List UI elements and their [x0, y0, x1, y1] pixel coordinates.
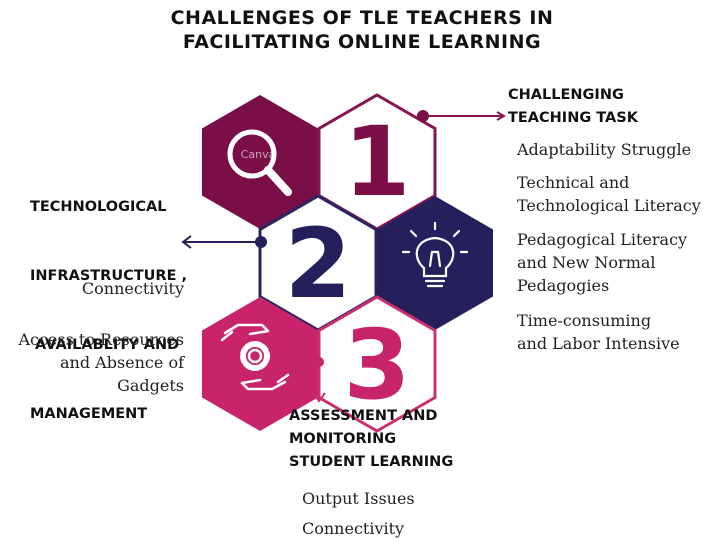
item-line: Output Issues	[302, 489, 415, 508]
category-3-item: Output Issues	[302, 487, 415, 510]
heading-line: TECHNOLOGICAL	[30, 199, 167, 215]
heading-line: MONITORING	[289, 431, 397, 447]
item-line: Pedagogies	[517, 276, 610, 295]
item-line: Pedagogical Literacy	[517, 230, 688, 249]
heading-line: CHALLENGING	[508, 87, 624, 103]
item-line: and Absence of	[59, 353, 184, 372]
heading-line: MANAGEMENT	[30, 406, 148, 422]
category-2-item: Access to Resources and Absence of Gadge…	[18, 328, 184, 397]
lightbulb-icon	[401, 221, 469, 288]
heading-line: AVAILABLITY AND	[30, 337, 180, 353]
heading-line: TEACHING TASK	[508, 110, 638, 126]
hex-3-outline	[317, 295, 437, 433]
number-2: 2	[285, 208, 352, 320]
category-2-item: Connectivity	[82, 277, 184, 300]
category-1-item: Time-consuming and Labor Intensive	[517, 309, 680, 355]
number-1: 1	[344, 106, 411, 218]
category-1-heading: CHALLENGING TEACHING TASK	[508, 84, 638, 130]
diagram-title: CHALLENGES OF TLE TEACHERS IN FACILITATI…	[0, 6, 724, 54]
category-3-heading: ASSESSMENT AND MONITORING STUDENT LEARNI…	[289, 405, 453, 474]
number-3: 3	[344, 309, 411, 421]
title-line-2: FACILITATING ONLINE LEARNING	[182, 31, 542, 53]
item-line: Access to Resources	[18, 330, 184, 349]
title-line-1: CHALLENGES OF TLE TEACHERS IN	[170, 7, 554, 29]
connector-2-dot	[255, 236, 267, 248]
search-icon	[227, 129, 292, 196]
hex-bulb-filled	[377, 196, 493, 330]
item-line: Connectivity	[81, 279, 184, 298]
item-line: Connectivity	[302, 519, 405, 538]
watermark-text: Canva	[241, 148, 276, 161]
category-1-item: Adaptability Struggle	[517, 138, 691, 161]
item-line: Adaptability Struggle	[517, 140, 692, 159]
category-1-item: Pedagogical Literacy and New Normal Peda…	[517, 228, 687, 297]
category-3-item: Connectivity	[302, 517, 404, 540]
connector-2-arrowhead	[181, 235, 192, 249]
item-line: and Labor Intensive	[517, 334, 680, 353]
item-line: Gadgets	[117, 376, 184, 395]
connector-1-dot	[417, 110, 429, 122]
heading-line: ASSESSMENT AND	[289, 408, 438, 424]
item-line: Technical and	[517, 173, 630, 192]
gear-hands-icon	[220, 323, 290, 391]
heading-line: STUDENT LEARNING	[289, 454, 454, 470]
category-1-item: Technical and Technological Literacy	[517, 171, 701, 217]
connector-3-arrowhead	[312, 392, 326, 403]
connector-3-dot	[314, 357, 324, 367]
heading-line: INFRASTRUCTURE ,	[30, 268, 188, 284]
item-line: Technological Literacy	[517, 196, 701, 215]
item-line: Time-consuming	[517, 311, 652, 330]
category-2-heading: TECHNOLOGICAL INFRASTRUCTURE , AVAILABLI…	[30, 150, 187, 449]
item-line: and New Normal	[517, 253, 656, 272]
